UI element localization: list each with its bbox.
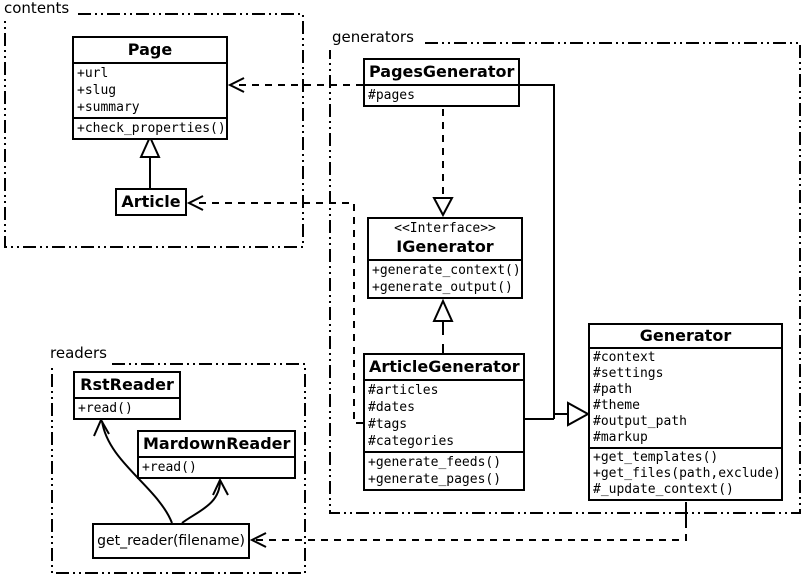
class-pagesgenerator: PagesGenerator #pages (363, 58, 520, 107)
arrowhead-to-getreader (252, 533, 266, 547)
member-line: #path (593, 382, 633, 397)
class-igenerator-stereotype: <<Interface>> (394, 221, 496, 236)
class-generator-methods: +get_templates()+get_files(path,exclude)… (590, 447, 781, 499)
member-line: +generate_pages() (368, 472, 502, 487)
class-page: Page +url +slug +summary +check_properties… (72, 36, 228, 140)
member-line: #_update_context() (593, 482, 734, 497)
class-articlegenerator-attributes: #articles #dates #tags #categories (365, 379, 523, 451)
class-generator-name: Generator (639, 326, 732, 345)
member-line: +check_properties() (77, 121, 226, 136)
generalization-line-pagesgenerator-to-generator (520, 85, 554, 419)
class-articlegenerator-methods: +generate_feeds() +generate_pages() (365, 451, 523, 489)
class-markdownreader-name: MardownReader (143, 434, 291, 453)
member-line: #categories (368, 434, 455, 449)
generalization-triangle-generator (568, 403, 588, 425)
member-line: +read() (78, 401, 133, 416)
package-label-generators: generators (330, 28, 416, 46)
class-igenerator-methods: +generate_context() +generate_output() (369, 259, 521, 297)
member-line: #markup (593, 430, 648, 445)
class-article-name: Article (121, 192, 181, 211)
member-line: #settings (593, 366, 664, 381)
member-line: #articles (368, 383, 439, 398)
class-markdownreader: MardownReader +read() (137, 430, 296, 479)
member-line: #output_path (593, 414, 687, 429)
class-igenerator-name: IGenerator (396, 237, 494, 256)
member-line: +slug (77, 83, 117, 98)
member-line: +url (77, 66, 109, 81)
curve-getreader-to-markdownreader (182, 481, 220, 523)
arrowhead-to-markdownreader (213, 480, 228, 495)
class-pagesgenerator-attributes: #pages (365, 84, 518, 105)
curve-getreader-to-rstreader (102, 421, 172, 523)
package-border-generators (330, 43, 800, 513)
generalization-triangle-page (141, 137, 159, 157)
dependency-line-generator-to-getreader (256, 521, 686, 540)
class-generator-attributes: #context#settings#path#theme#output_path… (590, 347, 781, 447)
class-articlegenerator: ArticleGenerator #articles #dates #tags #ca… (363, 353, 525, 491)
member-line: +generate_output() (372, 280, 513, 295)
arrowhead-to-rstreader (94, 420, 109, 436)
member-line: #dates (368, 400, 415, 415)
member-line: +get_templates() (593, 450, 719, 465)
member-line: +generate_context() (372, 263, 521, 278)
class-rstreader: RstReader +read() (73, 371, 181, 420)
realization-triangle-igenerator-top (434, 198, 452, 215)
class-igenerator: <<Interface>> IGenerator +generate_conte… (367, 217, 523, 299)
realization-triangle-igenerator-bottom (434, 301, 452, 321)
member-line: #pages (368, 88, 415, 103)
member-line: +get_files(path,exclude) (593, 466, 781, 481)
function-box-get-reader-label: get_reader(filename) (97, 533, 245, 549)
member-line: +generate_feeds() (368, 455, 502, 470)
package-border-readers (52, 364, 305, 573)
arrowhead-to-page (230, 78, 244, 92)
function-box-get-reader: get_reader(filename) (92, 523, 250, 559)
arrowhead-to-article (189, 196, 203, 210)
class-rstreader-methods: +read() (75, 397, 179, 418)
class-igenerator-header: <<Interface>> IGenerator (369, 219, 521, 259)
class-page-attributes: +url +slug +summary (74, 62, 226, 117)
class-generator: Generator #context#settings#path#theme#o… (588, 323, 783, 501)
member-line: #tags (368, 417, 408, 432)
member-line: +read() (142, 460, 197, 475)
class-markdownreader-methods: +read() (139, 456, 294, 477)
member-line: #context (593, 350, 656, 365)
class-rstreader-name: RstReader (80, 375, 174, 394)
member-line: +summary (77, 100, 140, 115)
class-articlegenerator-name: ArticleGenerator (369, 357, 520, 376)
package-label-contents: contents (2, 0, 72, 17)
package-label-readers: readers (48, 344, 109, 362)
class-page-name: Page (127, 40, 173, 59)
member-line: #theme (593, 398, 640, 413)
package-border-contents (5, 14, 303, 247)
class-page-methods: +check_properties() (74, 117, 226, 138)
class-pagesgenerator-name: PagesGenerator (369, 62, 515, 81)
class-article: Article (115, 188, 187, 216)
dependency-line-articlegenerator-to-article (193, 203, 363, 423)
